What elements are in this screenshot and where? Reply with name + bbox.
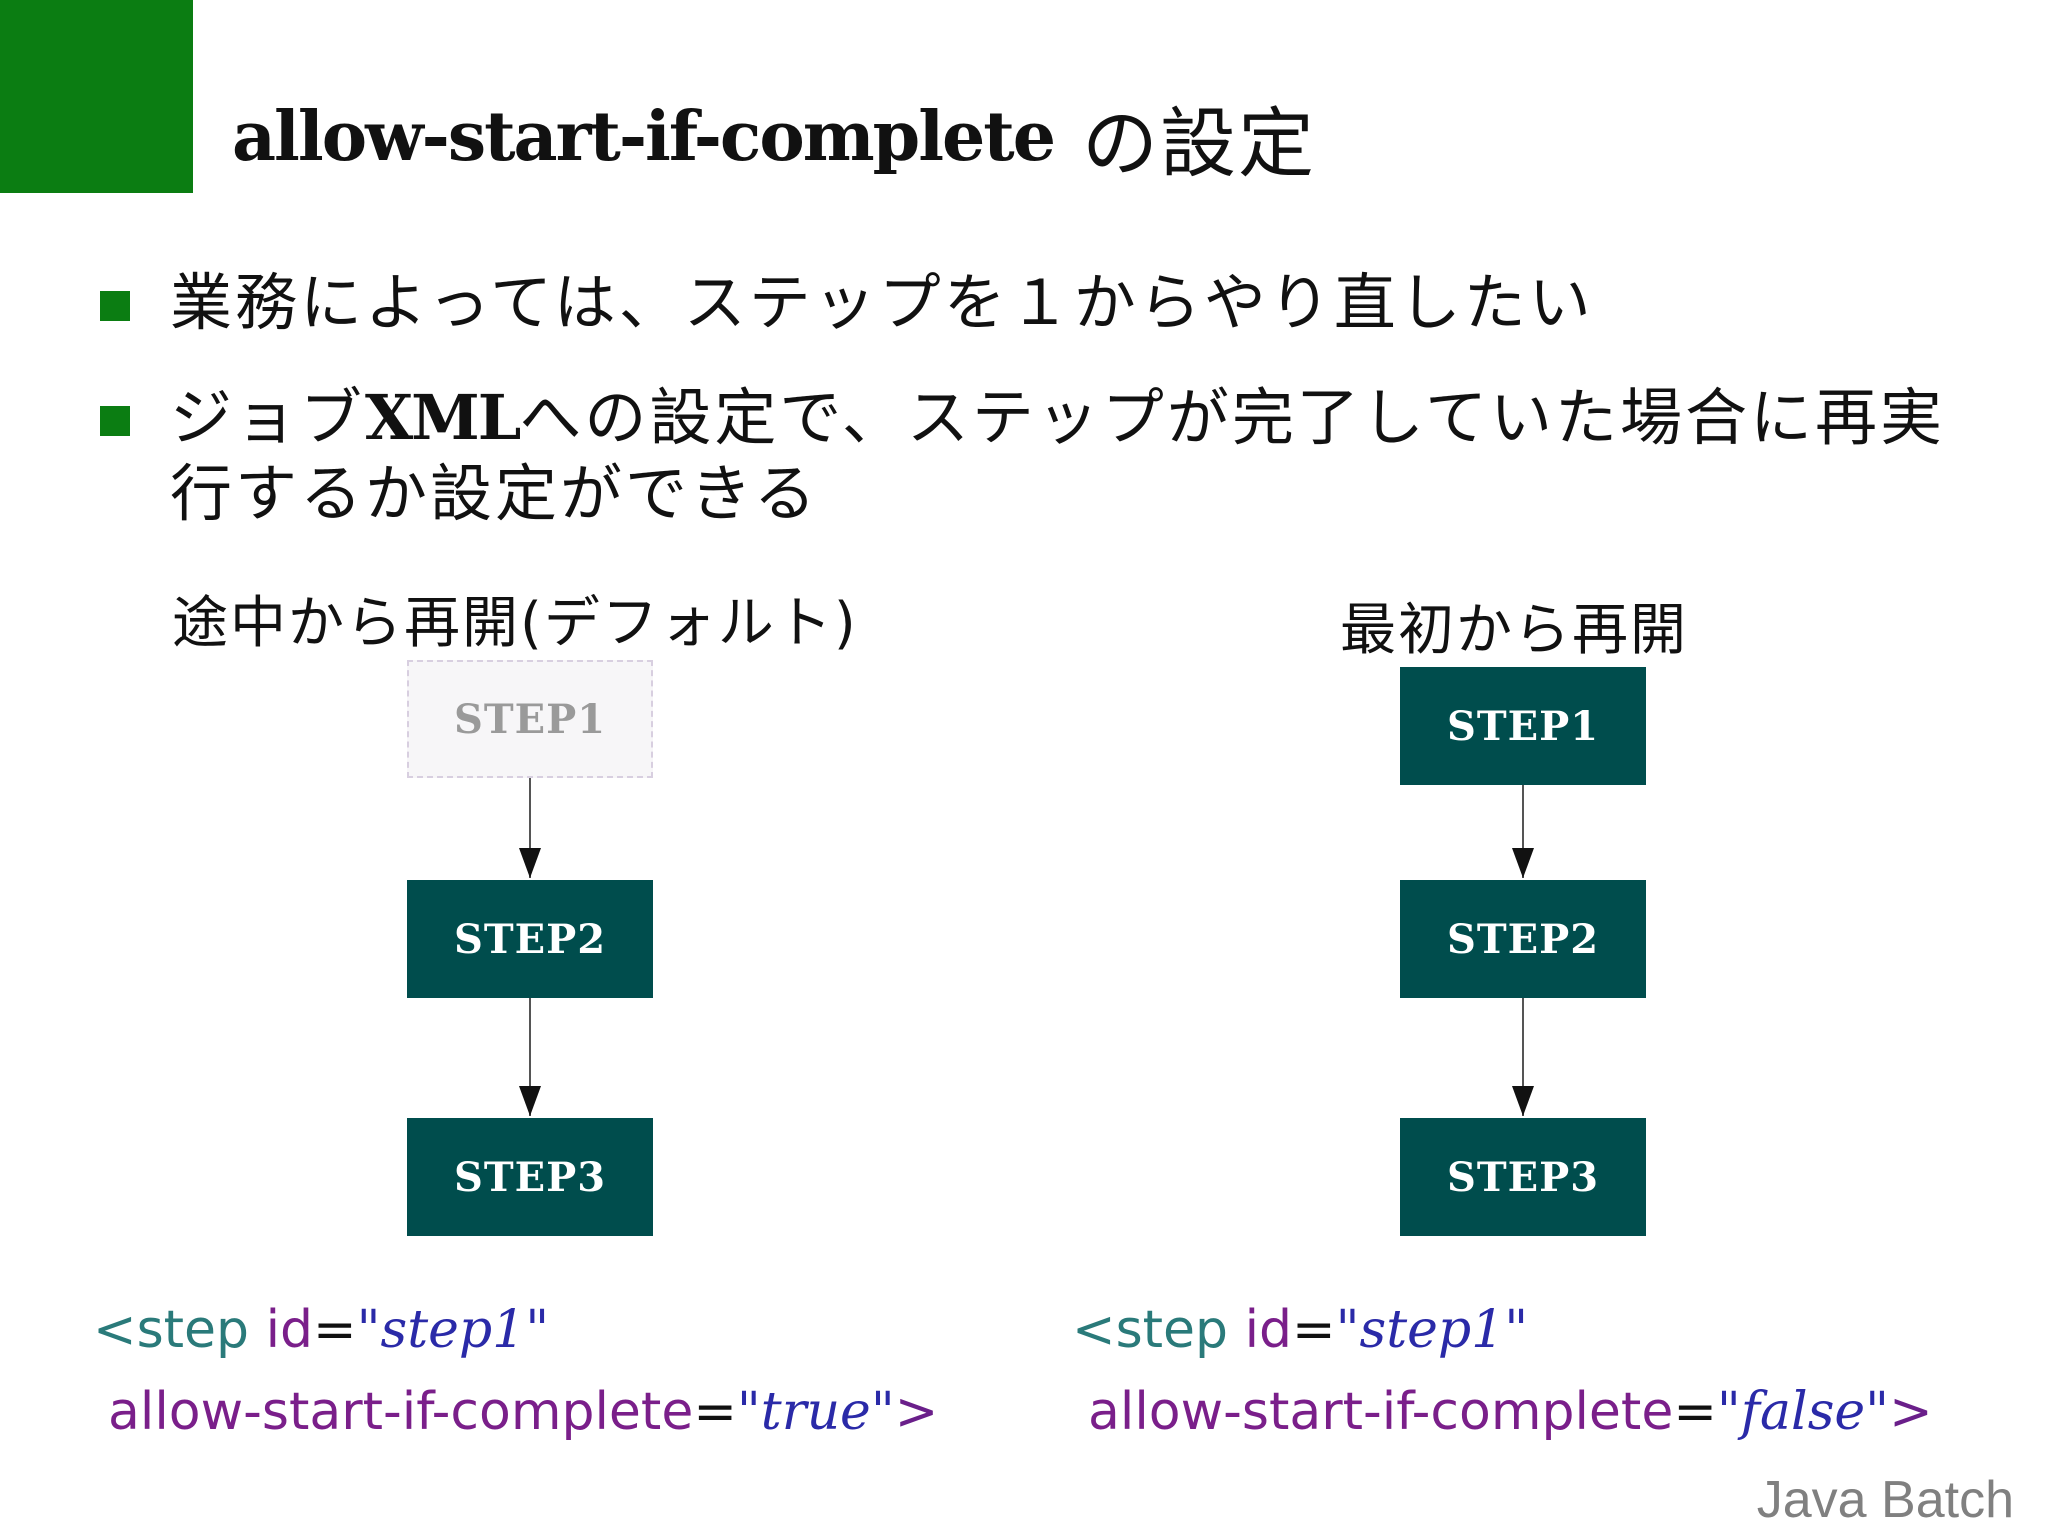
code-eq: = [693,1382,737,1442]
code-line-left-2: allow-start-if-complete="true"> [108,1382,938,1442]
code-value: "false" [1716,1382,1890,1442]
step-box: STEP2 [407,880,653,998]
arrow-down-icon [1512,1086,1534,1116]
arrow-down-icon [519,848,541,878]
code-attr: id [1228,1300,1293,1360]
bullet-text: ジョブXMLへの設定で、ステップが完了していた場合に再実行するか設定ができる [170,380,1970,532]
bullet-text-before: ジョブ [170,381,366,454]
bullet-item: 業務によっては、ステップを１からやり直したい [100,265,1594,341]
code-attr: allow-start-if-complete [108,1382,694,1442]
code-eq: = [1292,1300,1336,1360]
step-box: STEP3 [1400,1118,1646,1236]
code-close: > [1889,1382,1933,1442]
column-label-right: 最初から再開 [1340,598,1688,663]
column-label-left: 途中から再開(デフォルト) [172,591,858,656]
step-box: STEP2 [1400,880,1646,998]
step-box: STEP1 [1400,667,1646,785]
code-tag: <step [93,1300,250,1360]
arrow-down-icon [1512,848,1534,878]
code-value: "step1" [1335,1300,1529,1360]
code-line-left-1: <step id="step1" [93,1300,549,1360]
corner-accent [0,0,193,193]
bullet-text-after: への設定で、ステップが完了していた場合に再実行するか設定ができる [170,381,1946,530]
step-box: STEP3 [407,1118,653,1236]
bullet-square-icon [100,406,130,436]
code-attr: allow-start-if-complete [1088,1382,1674,1442]
bullet-item: ジョブXMLへの設定で、ステップが完了していた場合に再実行するか設定ができる [100,380,1970,532]
code-line-right-2: allow-start-if-complete="false"> [1088,1382,1933,1442]
footer-label: Java Batch [1756,1471,2014,1529]
code-line-right-1: <step id="step1" [1072,1300,1528,1360]
arrow-down-icon [519,1086,541,1116]
flow-connector [529,778,531,878]
slide-title: allow-start-if-complete の設定 [232,82,1316,192]
code-eq: = [1673,1382,1717,1442]
title-code: allow-start-if-complete [232,97,1056,177]
flow-connector [1522,998,1524,1116]
code-value: "true" [736,1382,895,1442]
bullet-text-emph: XML [365,381,521,454]
code-eq: = [313,1300,357,1360]
bullet-square-icon [100,291,130,321]
code-attr: id [249,1300,314,1360]
bullet-text: 業務によっては、ステップを１からやり直したい [170,266,1594,339]
code-value: "step1" [356,1300,550,1360]
step-box-skipped: STEP1 [407,660,653,778]
flow-connector [1522,785,1524,878]
code-close: > [894,1382,939,1442]
code-tag: <step [1072,1300,1229,1360]
flow-connector [529,998,531,1116]
title-suffix: の設定 [1081,99,1316,188]
